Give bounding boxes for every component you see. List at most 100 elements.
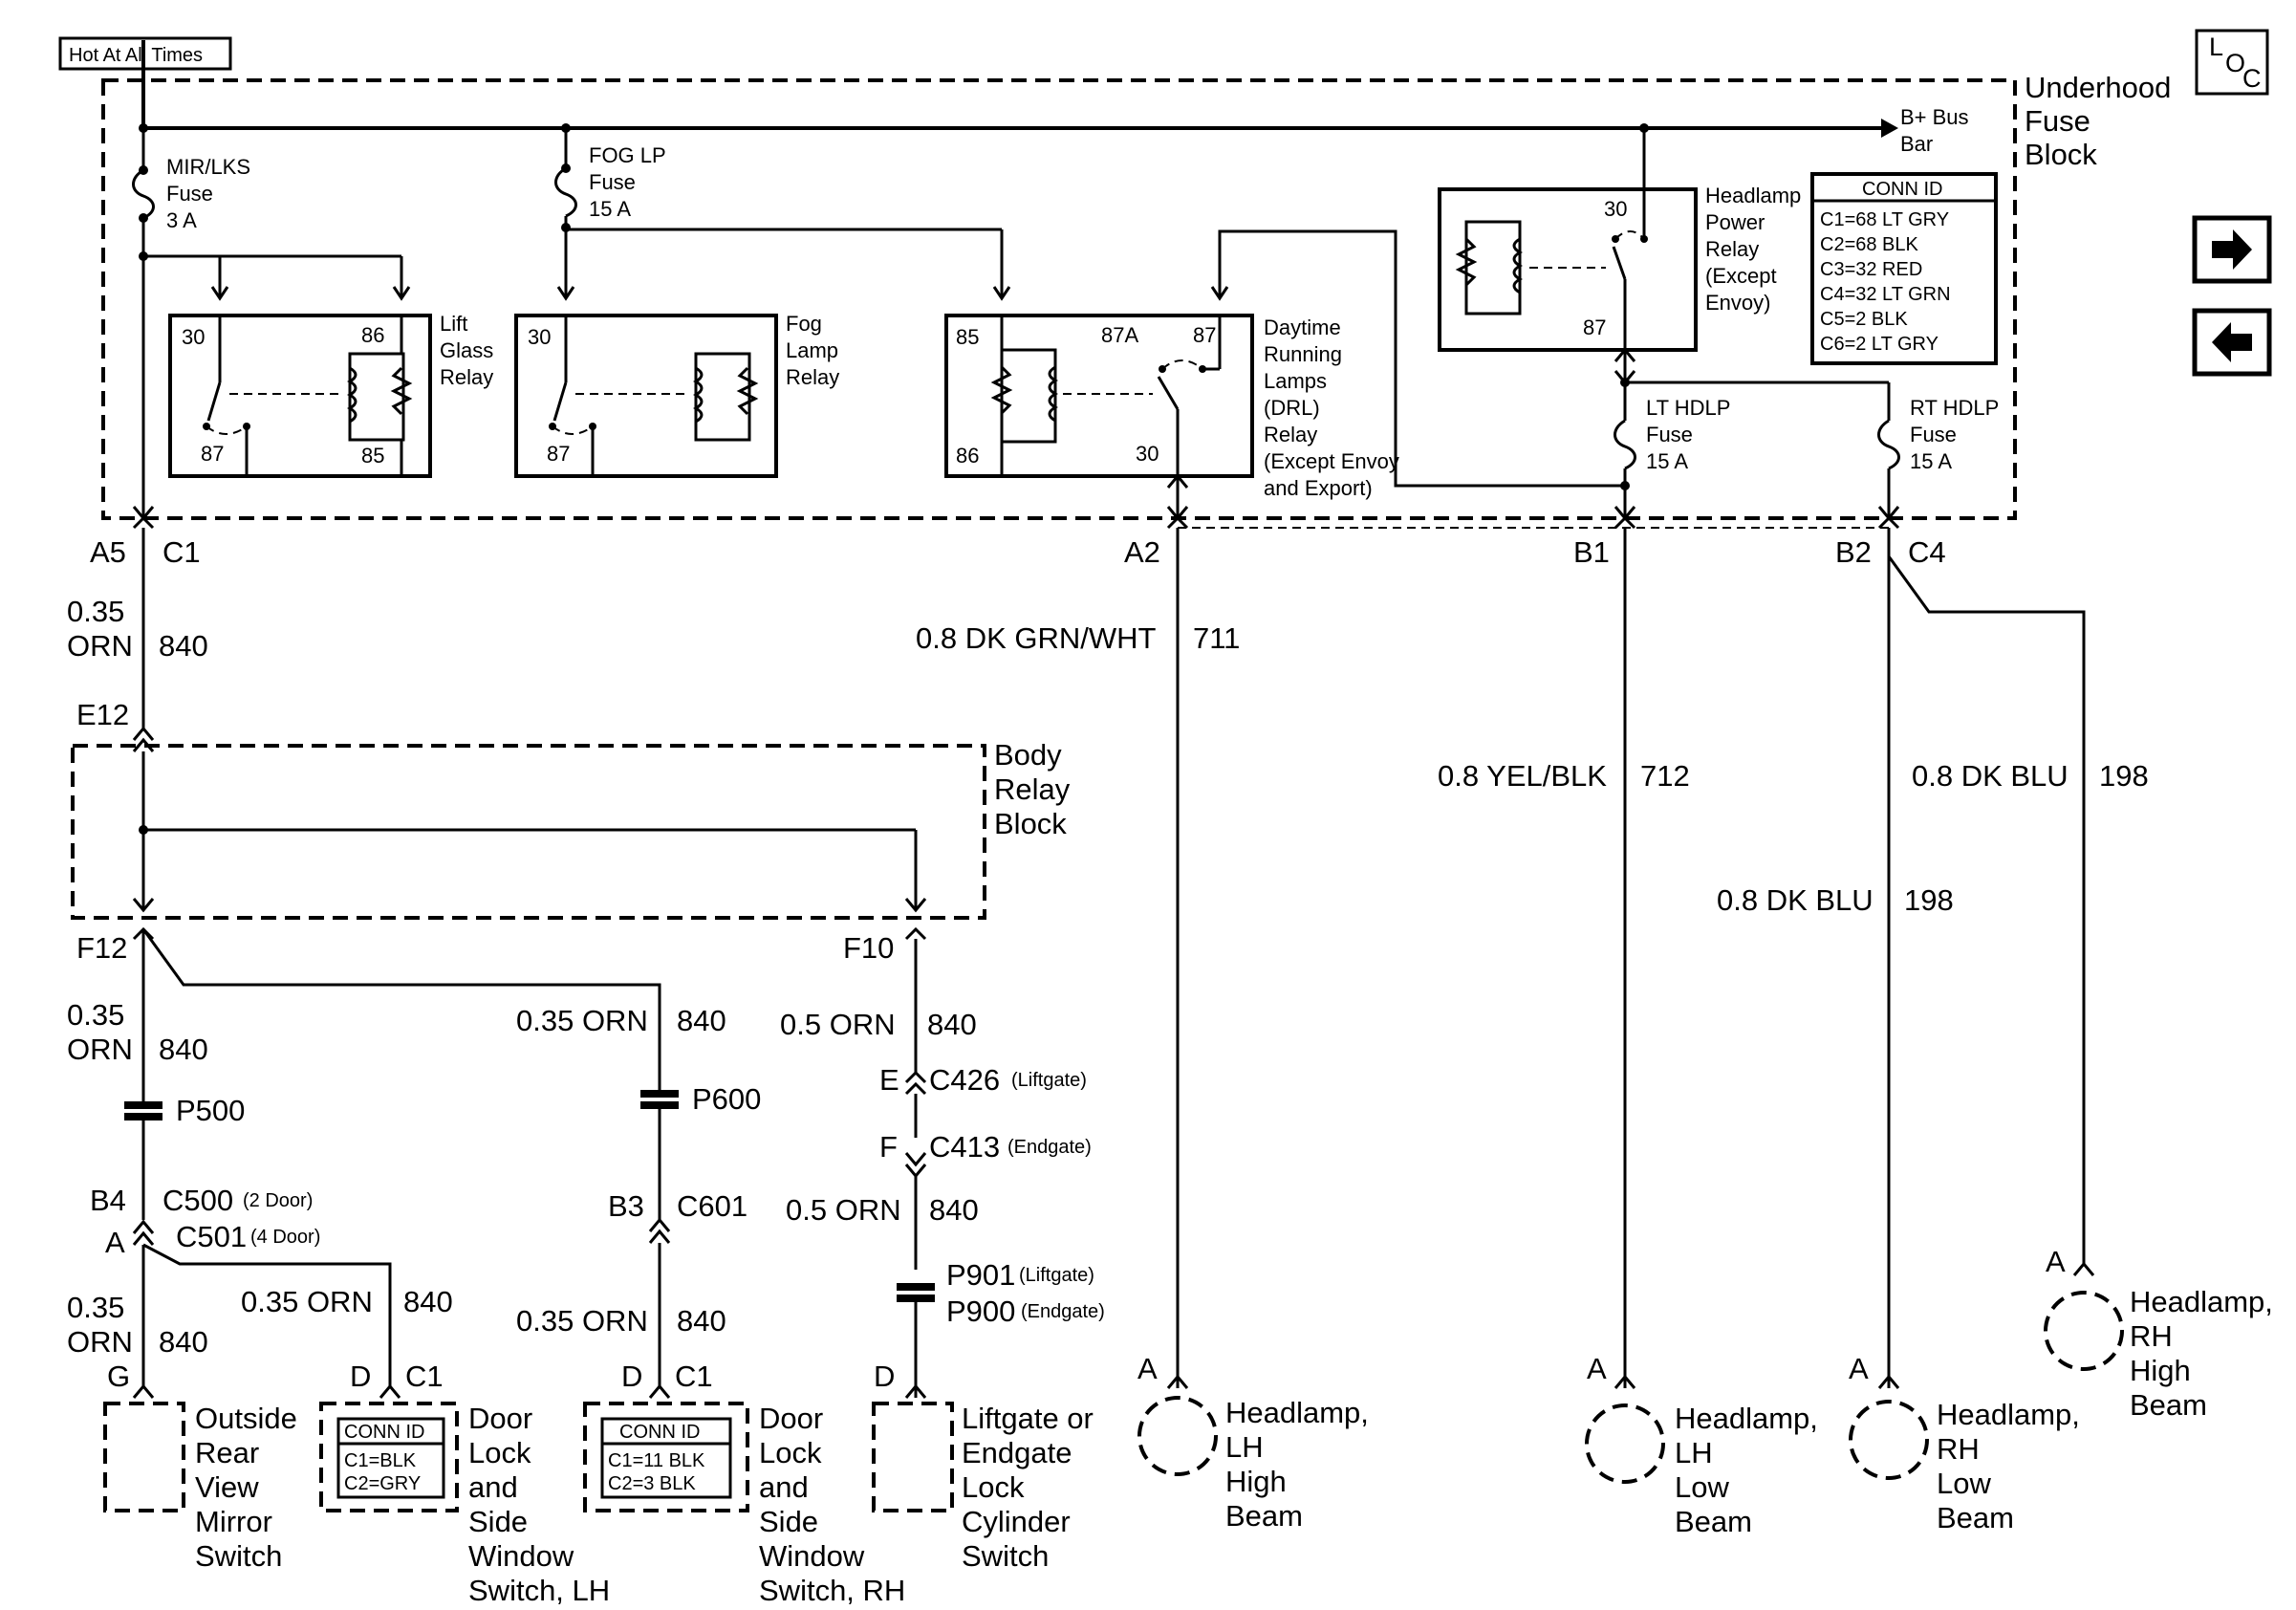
svg-text:Lamp: Lamp [786, 338, 838, 362]
fog-lp-fuse: FOG LP Fuse 15 A [554, 123, 666, 298]
svg-text:Bar: Bar [1900, 132, 1933, 156]
connector-c4: C4 [1908, 535, 1946, 569]
splice-p600: P600 [640, 1082, 761, 1116]
svg-text:CONN ID: CONN ID [1862, 179, 1942, 200]
svg-text:Relay: Relay [440, 365, 493, 389]
svg-text:Body: Body [994, 738, 1062, 772]
svg-text:C3=32 RED: C3=32 RED [1820, 259, 1922, 280]
body-relay-block-outline [71, 744, 986, 920]
svg-text:Switch, LH: Switch, LH [468, 1574, 610, 1607]
svg-text:Beam: Beam [2130, 1388, 2207, 1422]
svg-text:FOG LP: FOG LP [589, 143, 666, 167]
svg-text:C1=BLK: C1=BLK [344, 1450, 417, 1471]
svg-text:3 A: 3 A [166, 208, 197, 232]
svg-text:High: High [2130, 1354, 2191, 1387]
wire-circuit: 840 [159, 629, 208, 663]
wire-drl-circuit: 711 [1193, 621, 1240, 655]
svg-text:P500: P500 [176, 1094, 245, 1127]
next-page-arrow-icon[interactable] [2192, 215, 2272, 284]
underhood-conn-id-table: CONN ID C1=68 LT GRY C2=68 BLK C3=32 RED… [1810, 172, 1998, 365]
connector-c413-pin: F [879, 1130, 898, 1164]
wire-size: 0.35 [67, 998, 124, 1032]
svg-text:30: 30 [182, 325, 205, 349]
location-icon[interactable]: L O C [2195, 29, 2269, 96]
headlamp-rh-high-beam: Headlamp, RH High Beam [2044, 1285, 2273, 1422]
svg-text:Lock: Lock [468, 1436, 531, 1469]
connector-c413-note: (Endgate) [1007, 1137, 1092, 1158]
svg-text:Window: Window [468, 1539, 574, 1573]
connector-c500-note: (2 Door) [243, 1190, 313, 1211]
connector-c413: C413 [929, 1130, 1000, 1164]
svg-text:Headlamp,: Headlamp, [1937, 1398, 2080, 1431]
svg-text:Headlamp,: Headlamp, [1675, 1402, 1818, 1435]
wire-color: ORN [67, 1325, 133, 1359]
svg-text:C1=11 BLK: C1=11 BLK [608, 1450, 705, 1471]
headlamp-lh-low-beam: Headlamp, LH Low Beam [1585, 1402, 1818, 1538]
connector-a5: A5 [90, 535, 126, 569]
wire-drl-label: 0.8 DK GRN/WHT [916, 621, 1157, 655]
connector-c500-pin: B4 [90, 1184, 126, 1217]
wire-p600-label: 0.35 ORN [516, 1004, 648, 1037]
connector-c501-note: (4 Door) [250, 1227, 320, 1248]
svg-text:(Liftgate): (Liftgate) [1019, 1265, 1094, 1286]
svg-text:Fuse: Fuse [1910, 423, 1957, 446]
svg-text:Relay: Relay [1705, 237, 1759, 261]
wire-lt-hdlp-circuit: 712 [1640, 759, 1690, 793]
connector-f12: F12 [76, 931, 127, 965]
svg-text:RH: RH [1937, 1432, 1980, 1466]
svg-text:P900: P900 [946, 1295, 1015, 1328]
wire-c4-circuit: 198 [2099, 759, 2149, 793]
svg-text:Glass: Glass [440, 338, 493, 362]
svg-text:Low: Low [1937, 1467, 1991, 1500]
svg-text:B+ Bus: B+ Bus [1900, 105, 1969, 129]
wire-size: 0.35 [67, 595, 124, 628]
connector-c501: C501 [176, 1220, 247, 1253]
svg-text:Beam: Beam [1225, 1499, 1303, 1533]
svg-text:RH: RH [2130, 1319, 2173, 1353]
previous-page-arrow-icon[interactable] [2192, 308, 2272, 377]
hot-at-all-times-label: Hot At All Times [69, 45, 203, 66]
connector-c426: C426 [929, 1063, 1000, 1097]
svg-text:87: 87 [201, 442, 224, 466]
svg-text:Door: Door [759, 1402, 823, 1435]
door-lock-switch-rh: CONN ID C1=11 BLK C2=3 BLK Door Lock and… [583, 1402, 905, 1607]
connector-c426-pin: E [879, 1063, 899, 1097]
svg-text:RT HDLP: RT HDLP [1910, 396, 1999, 420]
svg-text:15 A: 15 A [1910, 449, 1952, 473]
svg-text:Side: Side [759, 1505, 818, 1538]
svg-text:Relay: Relay [1264, 423, 1317, 446]
connector-c601-pin: B3 [608, 1189, 644, 1223]
connector-a2: A2 [1124, 535, 1160, 569]
connector-hl-rh-high-pin: A [2046, 1245, 2066, 1278]
svg-text:C5=2 BLK: C5=2 BLK [1820, 309, 1908, 330]
wire-c4-label: 0.8 DK BLU [1912, 759, 2069, 793]
underhood-fuse-block-title: Underhood Fuse Block [2025, 71, 2171, 171]
svg-text:Lock: Lock [759, 1436, 822, 1469]
svg-text:Relay: Relay [786, 365, 839, 389]
svg-text:(Endgate): (Endgate) [1021, 1301, 1105, 1322]
connector-e12: E12 [76, 698, 129, 731]
door-lock-switch-lh: CONN ID C1=BLK C2=GRY Door Lock and Side… [319, 1402, 610, 1607]
connector-b1: B1 [1573, 535, 1610, 569]
svg-text:Liftgate or: Liftgate or [962, 1402, 1094, 1435]
connector-hl-rh-low-pin: A [1849, 1352, 1869, 1385]
liftgate-lock-cylinder-switch: Liftgate or Endgate Lock Cylinder Switch [872, 1402, 1094, 1573]
connector-door-rh: C1 [675, 1360, 713, 1393]
wire-size: 0.35 [67, 1291, 124, 1324]
wire-rt-hdlp-label: 0.8 DK BLU [1717, 883, 1874, 917]
svg-text:Envoy): Envoy) [1705, 291, 1770, 315]
svg-text:86: 86 [361, 323, 384, 347]
wire-door-rh-label: 0.35 ORN [516, 1304, 648, 1338]
svg-text:85: 85 [361, 444, 384, 468]
connector-door-lh-pin: D [350, 1360, 371, 1393]
svg-text:Door: Door [468, 1402, 532, 1435]
svg-text:Outside: Outside [195, 1402, 297, 1435]
svg-text:Underhood: Underhood [2025, 71, 2171, 104]
svg-text:View: View [195, 1470, 259, 1504]
svg-text:Power: Power [1705, 210, 1765, 234]
wire-lift-label: 0.5 ORN [786, 1193, 901, 1227]
wire-door-rh-circuit: 840 [677, 1304, 726, 1338]
splice-p901-p900: P901 (Liftgate) P900 (Endgate) [897, 1258, 1105, 1328]
svg-text:Fuse: Fuse [2025, 104, 2090, 138]
lt-hdlp-fuse: LT HDLP Fuse 15 A [1614, 382, 1730, 518]
